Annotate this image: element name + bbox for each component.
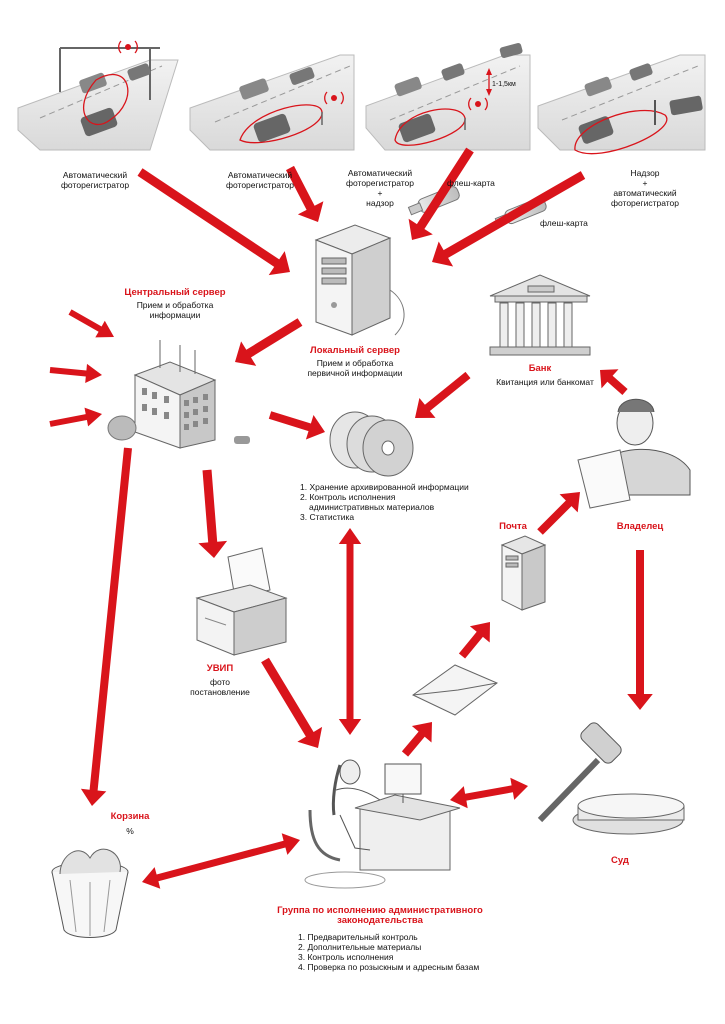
post-computer-icon bbox=[500, 535, 547, 611]
post-title: Почта bbox=[499, 521, 527, 532]
arrows-layer bbox=[49, 147, 653, 889]
trash-title: Корзина bbox=[110, 811, 150, 822]
camera-4-label-line-3: автоматический bbox=[613, 188, 677, 198]
camera-scene-3 bbox=[365, 42, 531, 151]
archive-item: 3. Статистика bbox=[300, 512, 355, 522]
arrow-camera2-to-local-server bbox=[286, 165, 324, 222]
office-building-icon bbox=[107, 340, 250, 449]
group-task-item: 2. Дополнительные материалы bbox=[298, 942, 422, 952]
arrow-group-court bbox=[450, 777, 528, 809]
envelope-icon bbox=[412, 664, 498, 716]
camera-scene-1 bbox=[17, 40, 179, 151]
group-task-item: 1. Предварительный контроль bbox=[298, 932, 418, 942]
gavel-icon bbox=[537, 722, 685, 835]
bank-icon bbox=[489, 274, 591, 356]
owner-person-icon bbox=[577, 398, 691, 509]
trash-bin-icon bbox=[51, 848, 129, 938]
flash-card-label-2: флеш-карта bbox=[540, 218, 588, 228]
distance-label: 1-1,5км bbox=[492, 81, 516, 88]
archive-item: административных материалов bbox=[309, 502, 435, 512]
camera-4-label-line-2: + bbox=[642, 178, 648, 188]
camera-3-label-line-4: надзор bbox=[366, 198, 394, 208]
camera-3-label: Автоматический фоторегистратор + надзор bbox=[330, 168, 430, 208]
archive-list: 1. Хранение архивированной информации 2.… bbox=[300, 482, 469, 522]
arrow-bank-to-archive bbox=[415, 371, 471, 418]
arrow-owner-to-bank bbox=[600, 369, 628, 395]
flash-card-label-1: флеш-карта bbox=[447, 178, 495, 188]
group-task-list: 1. Предварительный контроль 2. Дополните… bbox=[298, 932, 479, 972]
printer-subtitle-line-1: фото bbox=[209, 677, 231, 687]
group-title: Группа по исполнению административного з… bbox=[250, 906, 510, 926]
arrow-central-to-printer bbox=[198, 469, 228, 558]
arrow-group-to-envelope bbox=[401, 722, 432, 757]
arrow-envelope-to-post bbox=[458, 622, 490, 659]
trash-subtitle: % bbox=[126, 826, 134, 836]
group-title-line-1: Группа по исполнению административного bbox=[277, 905, 483, 916]
archive-item: 1. Хранение архивированной информации bbox=[300, 482, 469, 492]
owner-title: Владелец bbox=[616, 521, 664, 532]
group-task-item: 4. Проверка по розыскным и адресным база… bbox=[298, 962, 480, 972]
archive-item: 2. Контроль исполнения bbox=[300, 492, 396, 502]
printer-subtitle: фото постановление bbox=[170, 677, 270, 697]
arrow-camera1-to-local-server bbox=[137, 168, 290, 276]
arrow-inbound-to-central-3 bbox=[49, 407, 102, 427]
group-title-line-2: законодательства bbox=[337, 915, 423, 926]
camera-1-label: Автоматический фотoрегистратор bbox=[60, 170, 130, 190]
camera-scene-2 bbox=[189, 54, 355, 151]
central-server-title: Центральный сервер bbox=[124, 287, 226, 298]
central-server-subtitle: Прием и обработка информации bbox=[136, 300, 214, 320]
arrow-post-to-owner bbox=[537, 492, 580, 535]
arrow-central-to-archive bbox=[268, 411, 325, 440]
arrow-camera4-to-local-server bbox=[432, 171, 586, 267]
camera-3-label-line-2: фоторегистратор bbox=[345, 178, 415, 188]
camera-scene-4 bbox=[537, 54, 706, 155]
arrow-local-to-central bbox=[235, 318, 303, 366]
printer-title: УВИП bbox=[206, 663, 234, 674]
camera-2-label: Автоматический фоторегистратор bbox=[225, 170, 295, 190]
arrow-inbound-to-central-1 bbox=[68, 309, 114, 338]
bank-subtitle: Квитанция или банкомат bbox=[496, 377, 594, 387]
arrow-archive-group bbox=[338, 528, 362, 735]
camera-4-label-line-4: фоторегистратор bbox=[610, 198, 680, 208]
camera-3-label-line-1: Автоматический bbox=[347, 168, 413, 178]
bank-title: Банк bbox=[528, 363, 552, 374]
arrow-inbound-to-central-2 bbox=[49, 363, 102, 383]
camera-3-label-line-3: + bbox=[377, 188, 383, 198]
court-title: Суд bbox=[611, 855, 629, 866]
printer-icon bbox=[195, 547, 288, 656]
arrow-camera3-to-local-server bbox=[408, 147, 474, 240]
local-server-title: Локальный сервер bbox=[310, 345, 400, 356]
arrow-owner-to-court bbox=[627, 550, 653, 710]
cd-discs-icon bbox=[329, 411, 414, 477]
group-task-item: 3. Контроль исполнения bbox=[298, 952, 394, 962]
camera-4-label: Надзор + автоматический фоторегистратор bbox=[590, 168, 700, 208]
operator-at-desk-icon bbox=[304, 759, 461, 889]
camera-4-label-line-1: Надзор bbox=[630, 168, 660, 178]
local-server-subtitle: Прием и обработка первичной информации bbox=[307, 358, 403, 378]
server-tower-icon bbox=[314, 224, 405, 336]
printer-subtitle-line-2: постановление bbox=[190, 687, 250, 697]
arrow-central-to-trash bbox=[80, 447, 132, 806]
arrow-group-trash bbox=[142, 833, 300, 889]
arrow-printer-to-group bbox=[261, 657, 323, 748]
